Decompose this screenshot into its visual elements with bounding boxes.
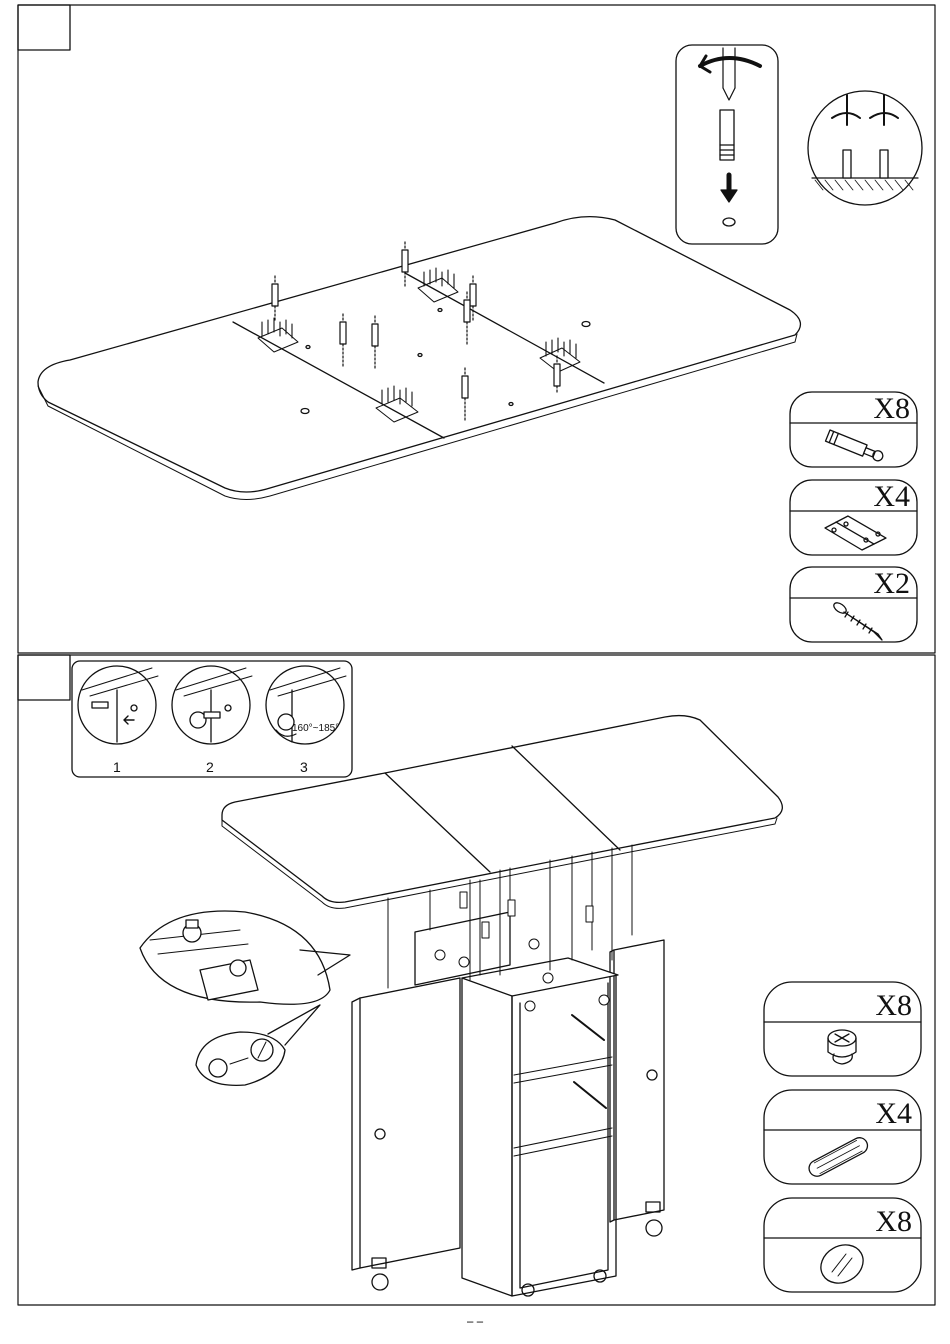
page-footer-marks: ‾ ‾ — [466, 1321, 483, 1338]
cap-zoom-callout — [196, 1005, 320, 1085]
cam-lock-icon — [828, 1030, 856, 1064]
cam-lock-substeps: 1 2 160°~185° 3 — [72, 661, 352, 777]
hinge-placements — [258, 278, 580, 422]
step-2-part-wood-dowel: X4 — [764, 1090, 921, 1184]
tabletop-underside — [38, 217, 800, 500]
step-2-part-cam-lock: X8 — [764, 982, 921, 1076]
part-count-label: X2 — [873, 567, 910, 600]
substep-number: 1 — [113, 759, 121, 775]
substep-1-detail: 1 — [78, 666, 158, 775]
wood-dowel-icon — [806, 1135, 870, 1179]
hinge-icon — [825, 516, 886, 550]
rotation-angle-label: 160°~185° — [292, 723, 339, 734]
substep-number: 2 — [206, 759, 214, 775]
substep-3-detail: 160°~185° 3 — [266, 666, 346, 775]
cam-bolts-installed — [272, 242, 560, 420]
cam-bolt-icon — [826, 430, 885, 463]
step-1-part-screw: X2 — [790, 567, 917, 642]
part-count-label: X8 — [873, 392, 910, 425]
step-1-panel: X8 X4 X2 — [18, 5, 935, 653]
cap-cover-icon — [814, 1237, 870, 1290]
step-2-number-box — [18, 655, 70, 700]
step-2-part-cap-cover: X8 — [764, 1198, 921, 1292]
part-count-label: X8 — [875, 989, 912, 1022]
part-count-label: X8 — [875, 1205, 912, 1238]
part-count-label: X4 — [873, 480, 910, 513]
screw-icon — [832, 601, 882, 640]
substep-number: 3 — [300, 759, 308, 775]
step-1-part-hinge: X4 — [790, 480, 917, 555]
part-count-label: X4 — [875, 1097, 912, 1130]
step-1-number-box — [18, 5, 70, 50]
step-2-panel: 1 2 160°~185° 3 — [18, 655, 935, 1305]
bolt-install-detail — [676, 45, 778, 244]
bolt-depth-detail — [808, 91, 922, 205]
substep-2-detail: 2 — [172, 666, 252, 775]
cabinet-body — [352, 912, 664, 1296]
step-1-part-cam-bolt: X8 — [790, 392, 917, 467]
cam-lock-zoom-callout — [140, 911, 350, 1004]
